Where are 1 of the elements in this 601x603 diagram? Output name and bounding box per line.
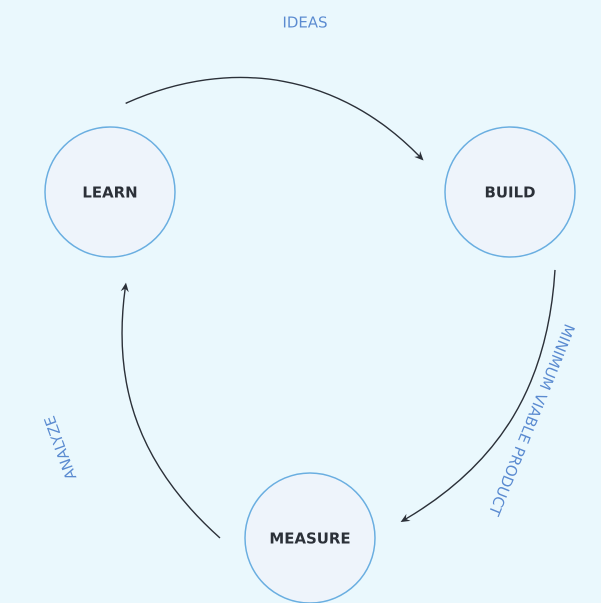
edge-label: IDEAS [284, 16, 327, 28]
